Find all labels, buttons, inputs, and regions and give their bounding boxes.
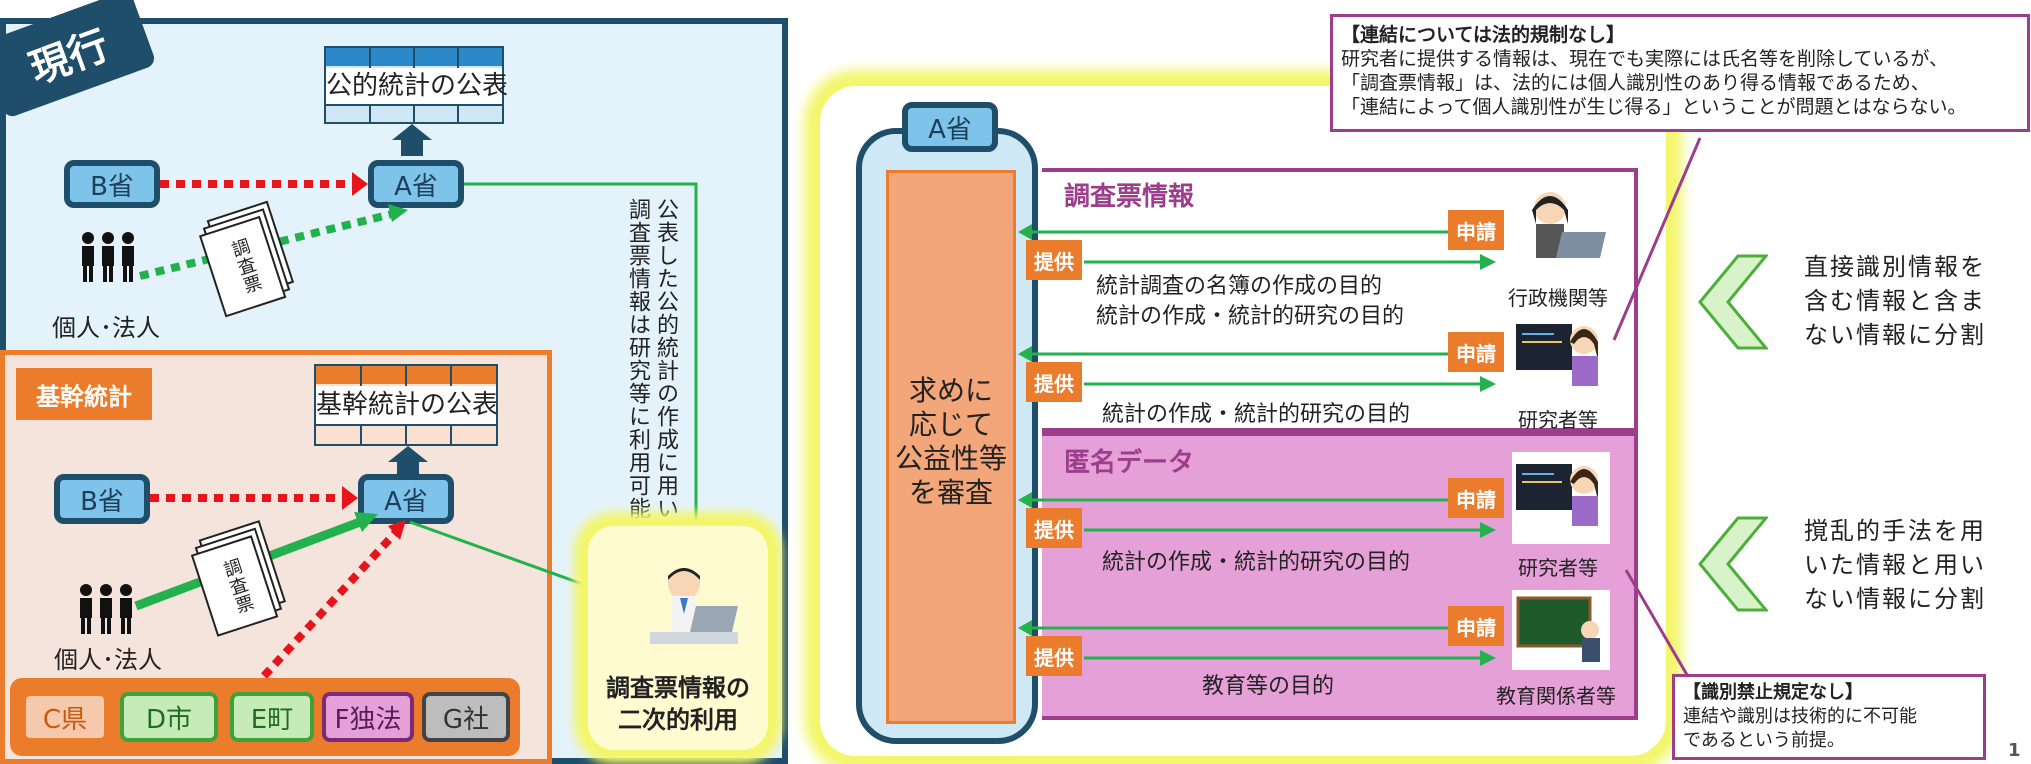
b-ministry-box: B省 <box>64 160 160 208</box>
purpose-row-2: 統計の作成・統計的研究の目的 <box>1102 402 1411 427</box>
researcher-laptop-icon <box>650 568 738 644</box>
public-stats-table: 公的統計の公表 <box>324 46 509 124</box>
survey-form-icon-2 <box>190 520 287 637</box>
page-number: 1 <box>2008 740 2021 761</box>
vertical-note-col2: 調査票情報は研究等に利用可能 <box>625 198 650 520</box>
red-arrowhead-3 <box>388 520 406 540</box>
org-e-label: E町 <box>250 704 294 735</box>
a-ministry-tab-label: A省 <box>928 114 972 145</box>
green-arrowhead-2 <box>354 512 378 532</box>
side-note-2: 撹乱的手法を用 いた情報と用い ない情報に分割 <box>1804 517 1986 613</box>
people-icon-2 <box>80 584 132 634</box>
teacher-blackboard-icon <box>1516 596 1600 662</box>
org-c-label: C県 <box>42 704 88 735</box>
b-ministry-label-2: B省 <box>80 486 124 517</box>
up-arrow-icon <box>401 138 423 156</box>
recipient-admin: 行政機関等 <box>1508 286 1608 310</box>
red-arrowhead-2 <box>342 486 358 510</box>
note-bottom-title: 【識別禁止規定なし】 <box>1683 682 1863 703</box>
org-f-label: F独法 <box>334 704 402 735</box>
request-badge-2: 申請 <box>1448 332 1504 372</box>
review-line-2: 応じて <box>908 408 993 441</box>
b-ministry-box-2: B省 <box>54 474 150 524</box>
secondary-use-line1: 調査票情報の <box>606 674 750 702</box>
review-line-4: を審査 <box>908 476 993 509</box>
top-connectors <box>82 172 704 564</box>
secondary-use-line2: 二次的利用 <box>618 706 738 734</box>
people-label-2: 個人･法人 <box>54 646 162 674</box>
request-badge-1: 申請 <box>1448 210 1504 250</box>
recipient-researcher-2: 研究者等 <box>1518 556 1598 580</box>
recipient-researcher-1: 研究者等 <box>1518 408 1598 432</box>
up-arrow-head-icon <box>392 124 432 140</box>
red-arrowhead <box>352 172 368 196</box>
note-top-title: 【連結については法的規制なし】 <box>1341 24 1626 46</box>
a-ministry-label-2: A省 <box>384 486 428 517</box>
green-line-to-secondary-use <box>464 182 698 552</box>
review-line-1: 求めに <box>908 374 993 407</box>
request-badge-3: 申請 <box>1448 478 1504 518</box>
provide-badge-1: 提供 <box>1026 240 1082 280</box>
b-ministry-label: B省 <box>90 171 134 202</box>
core-stats-label: 基幹統計 <box>16 368 152 420</box>
researcher-icon-1 <box>1516 324 1598 386</box>
chevron-left-icon-2 <box>1698 516 1768 612</box>
people-label-top: 個人･法人 <box>52 314 160 342</box>
survey-form-icon <box>198 200 295 318</box>
org-f-agency: F独法 <box>322 692 414 742</box>
review-text: 求めに 応じて 公益性等 を審査 <box>886 374 1016 510</box>
core-stats-title: 基幹統計の公表 <box>316 390 499 420</box>
survey-info-title: 調査票情報 <box>1064 182 1195 212</box>
note-no-linkage-rule: 【連結については法的規制なし】 研究者に提供する情報は、現在でも実際には氏名等を… <box>1330 14 2030 132</box>
public-stats-title: 公的統計の公表 <box>326 71 509 101</box>
people-icon <box>82 232 134 282</box>
side-note-1: 直接識別情報を 含む情報と含ま ない情報に分割 <box>1804 253 1986 349</box>
red-dotted-from-orgs <box>261 529 399 679</box>
org-g-label: G社 <box>442 704 490 735</box>
researcher-icon-2 <box>1516 464 1598 526</box>
chevron-left-icon-1 <box>1698 254 1768 350</box>
a-ministry-label: A省 <box>394 171 438 202</box>
anonymous-data-title: 匿名データ <box>1064 448 1195 478</box>
org-c-prefecture: C県 <box>22 692 108 742</box>
green-arrowhead-top <box>388 204 408 222</box>
note-no-identification-ban: 【識別禁止規定なし】 連結や識別は技術的に不可能 であるという前提。 <box>1672 674 1986 760</box>
org-e-town: E町 <box>230 692 314 742</box>
a-ministry-box-2: A省 <box>358 474 454 524</box>
provide-badge-2: 提供 <box>1026 362 1082 402</box>
up-arrow-head-icon-2 <box>388 446 428 462</box>
core-stats-label-text: 基幹統計 <box>36 382 132 411</box>
admin-staff-icon <box>1532 192 1606 258</box>
a-ministry-tab: A省 <box>902 102 998 152</box>
purpose-row-4: 教育等の目的 <box>1202 674 1335 699</box>
review-box <box>886 170 1016 724</box>
org-g-company: G社 <box>422 692 510 742</box>
org-d-city: D市 <box>120 692 218 742</box>
purpose-row-3: 統計の作成・統計的研究の目的 <box>1102 550 1411 575</box>
org-d-label: D市 <box>145 704 193 735</box>
review-line-3: 公益性等 <box>894 442 1007 475</box>
core-stats-table: 基幹統計の公表 <box>314 364 498 446</box>
provide-badge-3: 提供 <box>1026 508 1082 548</box>
a-ministry-box: A省 <box>368 160 464 208</box>
provide-badge-4: 提供 <box>1026 636 1082 676</box>
purpose-row-1: 統計調査の名簿の作成の目的 統計の作成・統計的研究の目的 <box>1096 274 1405 329</box>
request-badge-4: 申請 <box>1448 606 1504 646</box>
core-connectors <box>80 486 652 679</box>
vertical-note-col1: 公表した公的統計の作成に用いた <box>653 198 678 543</box>
recipient-educator: 教育関係者等 <box>1496 684 1616 708</box>
up-arrow-icon-2 <box>397 460 419 476</box>
